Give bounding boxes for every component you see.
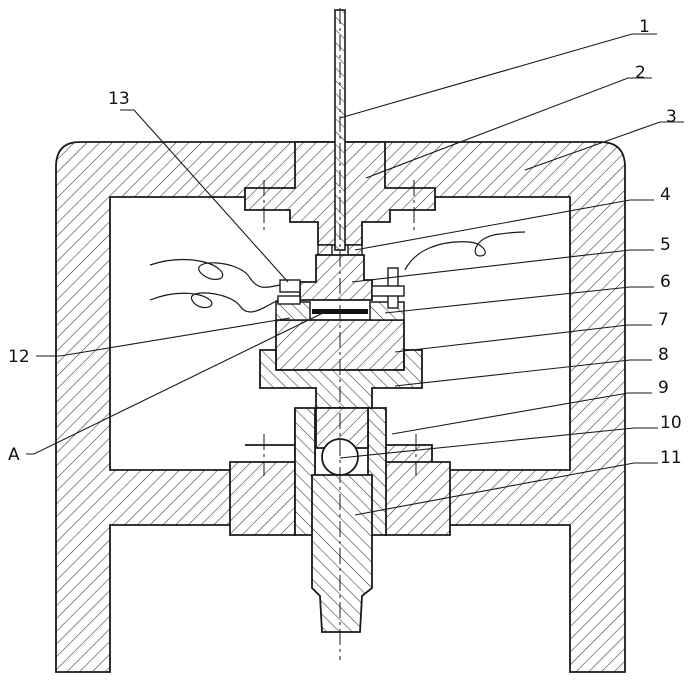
label-6: 6 xyxy=(660,272,671,292)
terminal-13 xyxy=(280,280,300,292)
label-8: 8 xyxy=(658,345,669,365)
terminal-12 xyxy=(278,296,300,304)
label-10: 10 xyxy=(660,413,682,433)
upper-electrode xyxy=(300,255,372,300)
label-4: 4 xyxy=(660,185,671,205)
terminal-post-nut xyxy=(372,286,404,296)
clamp-left xyxy=(276,302,310,320)
label-2: 2 xyxy=(635,63,646,83)
plunger xyxy=(312,475,372,632)
label-9: 9 xyxy=(658,378,669,398)
label-12: 12 xyxy=(8,347,30,367)
label-3: 3 xyxy=(666,107,677,127)
label-A: A xyxy=(8,445,20,465)
leader-1 xyxy=(340,34,657,118)
label-11: 11 xyxy=(660,448,682,468)
insulator-left xyxy=(318,245,332,255)
wire-left-lower xyxy=(150,293,278,312)
bottom-flange-left xyxy=(230,462,295,535)
label-13: 13 xyxy=(108,89,130,109)
label-5: 5 xyxy=(660,235,671,255)
label-1: 1 xyxy=(639,17,650,37)
bottom-flange-right xyxy=(385,462,450,535)
label-7: 7 xyxy=(658,310,669,330)
wire-left-upper xyxy=(150,260,280,288)
